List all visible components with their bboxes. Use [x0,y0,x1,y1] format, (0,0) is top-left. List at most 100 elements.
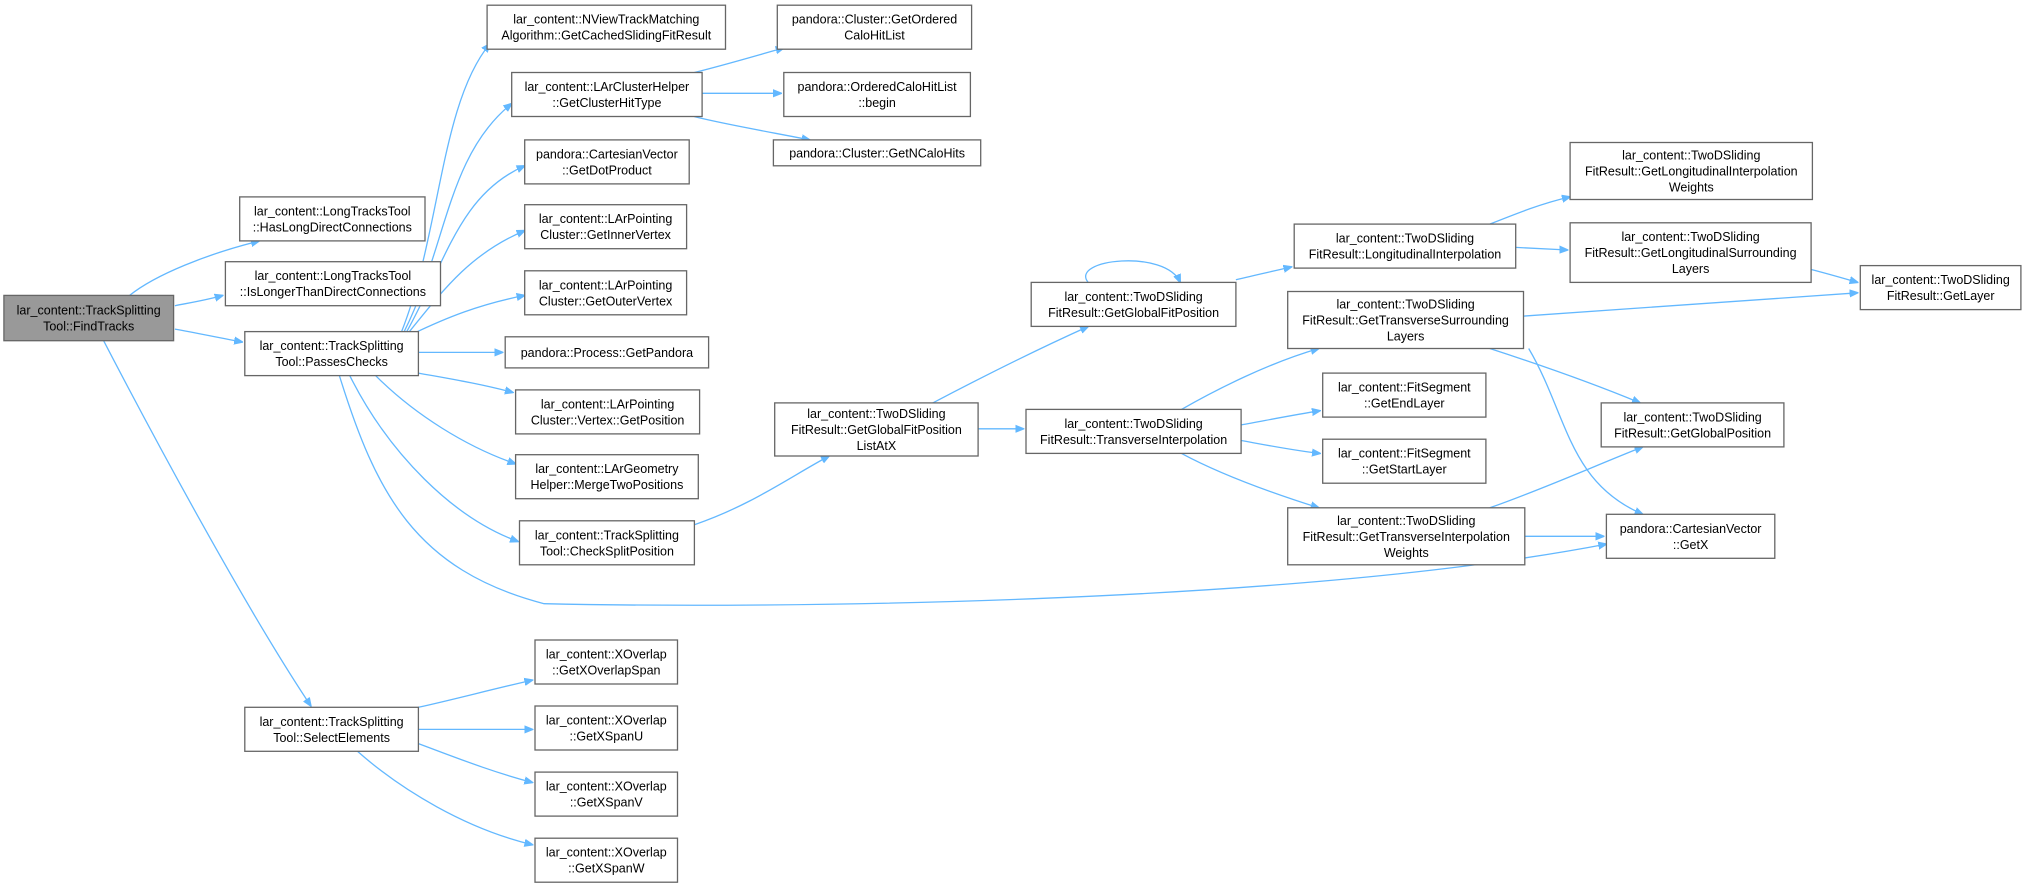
node-getGlobalFitPosition[interactable]: lar_content::TwoDSlidingFitResult::GetGl… [1030,281,1237,328]
node-label-line: lar_content::TrackSplitting [535,528,679,542]
node-box [524,204,688,250]
node-label-line: FitResult::TransverseInterpolation [1040,433,1227,447]
edge-getLongSurrounding-to-getLayer [1810,268,1858,283]
node-passesChecks[interactable]: lar_content::TrackSplittingTool::PassesC… [244,330,420,377]
node-label-line: pandora::Cluster::GetNCaloHits [789,146,965,160]
edge-selectElements-to-getXOverlapSpan [418,680,532,708]
edge-transverseInterp-to-getEndLayer [1240,411,1320,426]
node-getDotProduct[interactable]: pandora::CartesianVector::GetDotProduct [524,139,690,185]
node-getEndLayer[interactable]: lar_content::FitSegment::GetEndLayer [1322,372,1487,418]
node-vertexGetPosition[interactable]: lar_content::LArPointingCluster::Vertex:… [514,389,701,435]
node-label-line: FitResult::GetTransverseInterpolation [1303,530,1510,544]
node-label-line: ::GetXOverlapSpan [552,664,660,678]
node-transverseInterp[interactable]: lar_content::TwoDSlidingFitResult::Trans… [1025,408,1242,455]
node-getPandora[interactable]: pandora::Process::GetPandora [504,336,710,369]
node-label-line: lar_content::TwoDSliding [807,407,945,421]
node-orderedBegin[interactable]: pandora::OrderedCaloHitList::begin [783,71,972,118]
node-label-line: lar_content::LArGeometry [535,462,679,476]
node-box [1322,438,1487,484]
node-label-line: Tool::FindTracks [43,320,134,334]
node-label-line: lar_content::LArPointing [539,278,672,292]
node-box [244,330,420,377]
node-box [224,261,442,307]
node-mergeTwoPositions[interactable]: lar_content::LArGeometryHelper::MergeTwo… [514,454,699,500]
node-box [534,837,679,883]
node-label-line: lar_content::FitSegment [1338,381,1471,395]
node-label-line: lar_content::LArClusterHelper [525,80,690,94]
edge-passesChecks-to-getInnerVertex [408,231,524,333]
node-box [534,771,679,817]
node-label-line: lar_content::TwoDSliding [1622,149,1760,163]
node-getInnerVertex[interactable]: lar_content::LArPointingCluster::GetInne… [524,204,688,250]
node-label-line: lar_content::TwoDSliding [1872,273,2010,287]
node-label-line: ::GetXSpanW [568,862,645,876]
node-getX[interactable]: pandora::CartesianVector::GetX [1605,513,1776,559]
node-getXSpanV[interactable]: lar_content::XOverlap::GetXSpanV [534,771,679,817]
node-label-line: pandora::OrderedCaloHitList [798,80,958,94]
node-label-line: lar_content::LongTracksTool [255,269,412,283]
node-label-line: lar_content::NViewTrackMatching [513,13,699,27]
edge-getGlobalFitPosition-to-getGlobalFitPosition [1085,260,1181,283]
node-box [772,139,982,167]
node-getTransverseSurrounding[interactable]: lar_content::TwoDSlidingFitResult::GetTr… [1287,290,1525,350]
node-getStartLayer[interactable]: lar_content::FitSegment::GetStartLayer [1322,438,1487,484]
edge-getClusterHitType-to-getNCaloHits [694,115,809,140]
edge-transverseInterp-to-getTransverseSurrounding [1181,349,1319,410]
node-getLongInterpWeights[interactable]: lar_content::TwoDSlidingFitResult::GetLo… [1569,141,1814,201]
edge-getTransverseSurrounding-to-getGlobalPosition [1489,347,1640,403]
edge-getTransverseSurrounding-to-getX [1528,348,1643,515]
node-label-line: Cluster::GetInnerVertex [540,228,671,242]
node-label-line: FitResult::GetGlobalFitPosition [791,423,962,437]
edge-longitudinalInterp-to-getLongInterpWeights [1489,197,1570,225]
node-box [1287,290,1525,350]
node-label-line: ::GetEndLayer [1364,397,1445,411]
node-box [514,389,701,435]
node-label-line: lar_content::XOverlap [546,714,667,728]
node-box [239,196,426,242]
edge-selectElements-to-getXSpanW [357,750,533,844]
node-checkSplitPosition[interactable]: lar_content::TrackSplittingTool::CheckSp… [518,520,696,566]
node-box [1605,513,1776,559]
node-label-line: pandora::Cluster::GetOrdered [792,13,957,27]
node-getOuterVertex[interactable]: lar_content::LArPointingCluster::GetOute… [524,270,688,316]
node-box [1030,281,1237,328]
node-box [1287,507,1526,566]
node-getXSpanW[interactable]: lar_content::XOverlap::GetXSpanW [534,837,679,883]
node-label-line: ::GetClusterHitType [552,96,661,110]
node-hasLongDirect[interactable]: lar_content::LongTracksTool::HasLongDire… [239,196,426,242]
node-label-line: pandora::CartesianVector [536,147,678,161]
node-label-line: Weights [1669,181,1714,195]
edge-findTracks-to-passesChecks [174,328,242,342]
node-label-line: lar_content::XOverlap [546,780,667,794]
edge-longitudinalInterp-to-getLongSurrounding [1515,247,1568,250]
node-box [534,639,679,685]
node-longitudinalInterp[interactable]: lar_content::TwoDSlidingFitResult::Longi… [1293,223,1517,269]
edge-passesChecks-to-getDotProduct [406,166,525,332]
node-label-line: FitResult::GetLongitudinalInterpolation [1585,165,1798,179]
node-box [504,336,710,369]
node-getGlobalFitPosListAtX[interactable]: lar_content::TwoDSlidingFitResult::GetGl… [774,402,979,457]
node-getGlobalPosition[interactable]: lar_content::TwoDSlidingFitResult::GetGl… [1600,402,1785,448]
node-selectElements[interactable]: lar_content::TrackSplittingTool::SelectE… [244,706,420,752]
node-getLayer[interactable]: lar_content::TwoDSlidingFitResult::GetLa… [1859,264,2022,311]
node-label-line: lar_content::TwoDSliding [1336,298,1474,312]
node-getXSpanU[interactable]: lar_content::XOverlap::GetXSpanU [534,705,679,751]
node-getLongSurrounding[interactable]: lar_content::TwoDSlidingFitResult::GetLo… [1569,222,1812,284]
node-label-line: lar_content::XOverlap [546,648,667,662]
node-label-line: Helper::MergeTwoPositions [530,478,683,492]
node-getCachedSliding[interactable]: lar_content::NViewTrackMatchingAlgorithm… [486,4,727,50]
node-getClusterHitType[interactable]: lar_content::LArClusterHelper::GetCluste… [511,71,703,118]
edge-findTracks-to-isLonger [174,295,223,307]
node-getNCaloHits[interactable]: pandora::Cluster::GetNCaloHits [772,139,982,167]
node-findTracks: lar_content::TrackSplittingTool::FindTra… [3,294,175,342]
node-label-line: Layers [1387,330,1425,344]
edge-findTracks-to-selectElements [103,340,311,706]
node-label-line: Cluster::Vertex::GetPosition [531,413,685,427]
node-box [1569,141,1814,201]
node-label-line: ::GetXSpanU [569,730,643,744]
node-getTransverseInterpWeights[interactable]: lar_content::TwoDSlidingFitResult::GetTr… [1287,507,1526,566]
node-getXOverlapSpan[interactable]: lar_content::XOverlap::GetXOverlapSpan [534,639,679,685]
node-isLonger[interactable]: lar_content::LongTracksTool::IsLongerTha… [224,261,442,307]
